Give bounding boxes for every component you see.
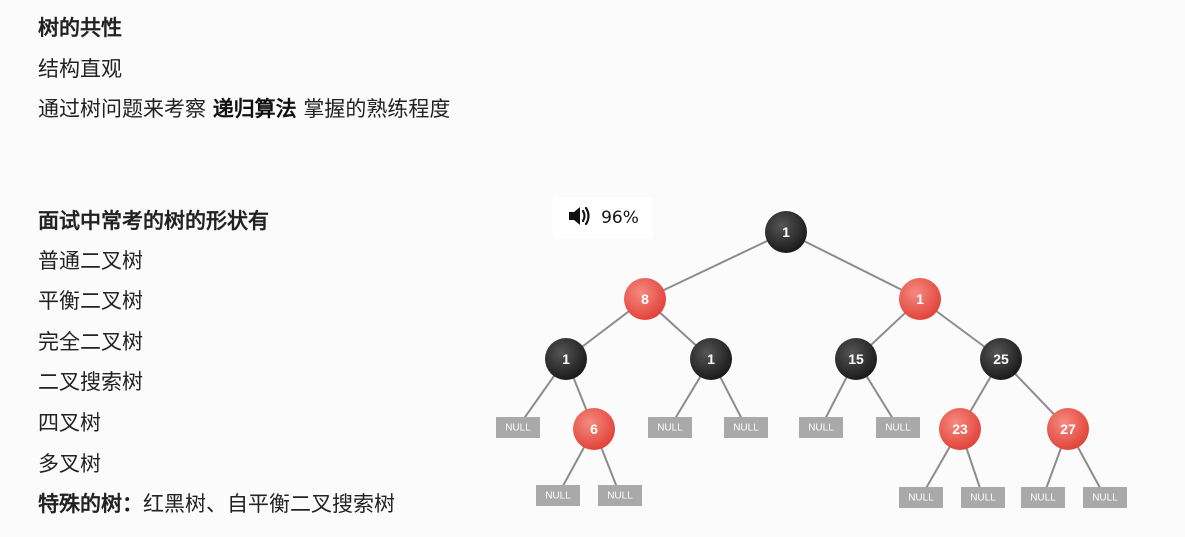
svg-text:NULL: NULL [657, 423, 683, 434]
svg-text:NULL: NULL [885, 423, 911, 434]
tree-node-red: 23 [939, 408, 981, 450]
tree-node-black: 1 [765, 211, 807, 253]
tree-nodes: 1 8 1 1 1 15 25 6 23 27 [545, 211, 1089, 450]
edge [785, 231, 921, 300]
svg-text:NULL: NULL [545, 491, 571, 502]
svg-text:NULL: NULL [908, 493, 934, 504]
tree-node-red: 6 [573, 408, 615, 450]
special-trees-label: 特殊的树： [38, 492, 143, 516]
svg-text:NULL: NULL [733, 423, 759, 434]
text-recursion-post: 掌握的熟练程度 [296, 97, 451, 121]
text-recursion-line: 通过树问题来考察 递归算法 掌握的熟练程度 [38, 95, 450, 123]
list-item-balanced-binary-tree: 平衡二叉树 [38, 289, 143, 313]
tree-node-black: 25 [980, 338, 1022, 380]
null-leaf: NULL [496, 417, 540, 438]
svg-text:NULL: NULL [1092, 493, 1118, 504]
speaker-icon [567, 205, 593, 232]
svg-text:1: 1 [707, 351, 715, 367]
svg-text:NULL: NULL [1030, 493, 1056, 504]
svg-text:8: 8 [641, 291, 649, 307]
null-leaf: NULL [899, 487, 943, 508]
volume-level: 96% [601, 208, 639, 228]
svg-text:NULL: NULL [505, 423, 531, 434]
section-heading-tree-shapes: 面试中常考的树的形状有 [38, 209, 269, 233]
list-item-special-trees: 特殊的树：红黑树、自平衡二叉搜索树 [38, 490, 395, 518]
list-item-binary-search-tree: 二叉搜索树 [38, 370, 143, 394]
null-leaf: NULL [598, 485, 642, 506]
volume-indicator: 96% [553, 197, 653, 239]
svg-text:23: 23 [952, 421, 968, 437]
null-leaf: NULL [1021, 487, 1065, 508]
svg-text:1: 1 [916, 291, 924, 307]
special-trees-value: 红黑树、自平衡二叉搜索树 [143, 492, 395, 516]
svg-text:15: 15 [848, 351, 864, 367]
null-leaf: NULL [961, 487, 1005, 508]
svg-text:6: 6 [590, 421, 598, 437]
list-item-complete-binary-tree: 完全二叉树 [38, 330, 143, 354]
svg-text:NULL: NULL [607, 491, 633, 502]
svg-text:1: 1 [562, 351, 570, 367]
null-leaf: NULL [876, 417, 920, 438]
svg-text:NULL: NULL [808, 423, 834, 434]
tree-node-red: 1 [899, 278, 941, 320]
section-heading-tree-commonality: 树的共性 [38, 16, 122, 40]
tree-node-black: 15 [835, 338, 877, 380]
text-recursion-highlight: 递归算法 [212, 97, 297, 121]
svg-text:NULL: NULL [970, 493, 996, 504]
null-leaf: NULL [724, 417, 768, 438]
null-leaf: NULL [536, 485, 580, 506]
null-leaf: NULL [1083, 487, 1127, 508]
tree-node-red: 8 [624, 278, 666, 320]
svg-text:25: 25 [993, 351, 1009, 367]
edge [644, 231, 787, 300]
null-leaf: NULL [799, 417, 843, 438]
list-item-normal-binary-tree: 普通二叉树 [38, 249, 143, 273]
svg-text:27: 27 [1060, 421, 1076, 437]
tree-node-red: 27 [1047, 408, 1089, 450]
tree-node-black: 1 [690, 338, 732, 380]
text-structure-intuitive: 结构直观 [38, 57, 122, 81]
list-item-multiway-tree: 多叉树 [38, 452, 101, 476]
list-item-quadtree: 四叉树 [38, 411, 101, 435]
tree-node-black: 1 [545, 338, 587, 380]
svg-text:1: 1 [782, 224, 790, 240]
null-leaf: NULL [648, 417, 692, 438]
text-recursion-pre: 通过树问题来考察 [38, 97, 213, 121]
null-leaves: NULL NULL NULL NULL NULL NULL NULL NULL … [496, 417, 1127, 508]
